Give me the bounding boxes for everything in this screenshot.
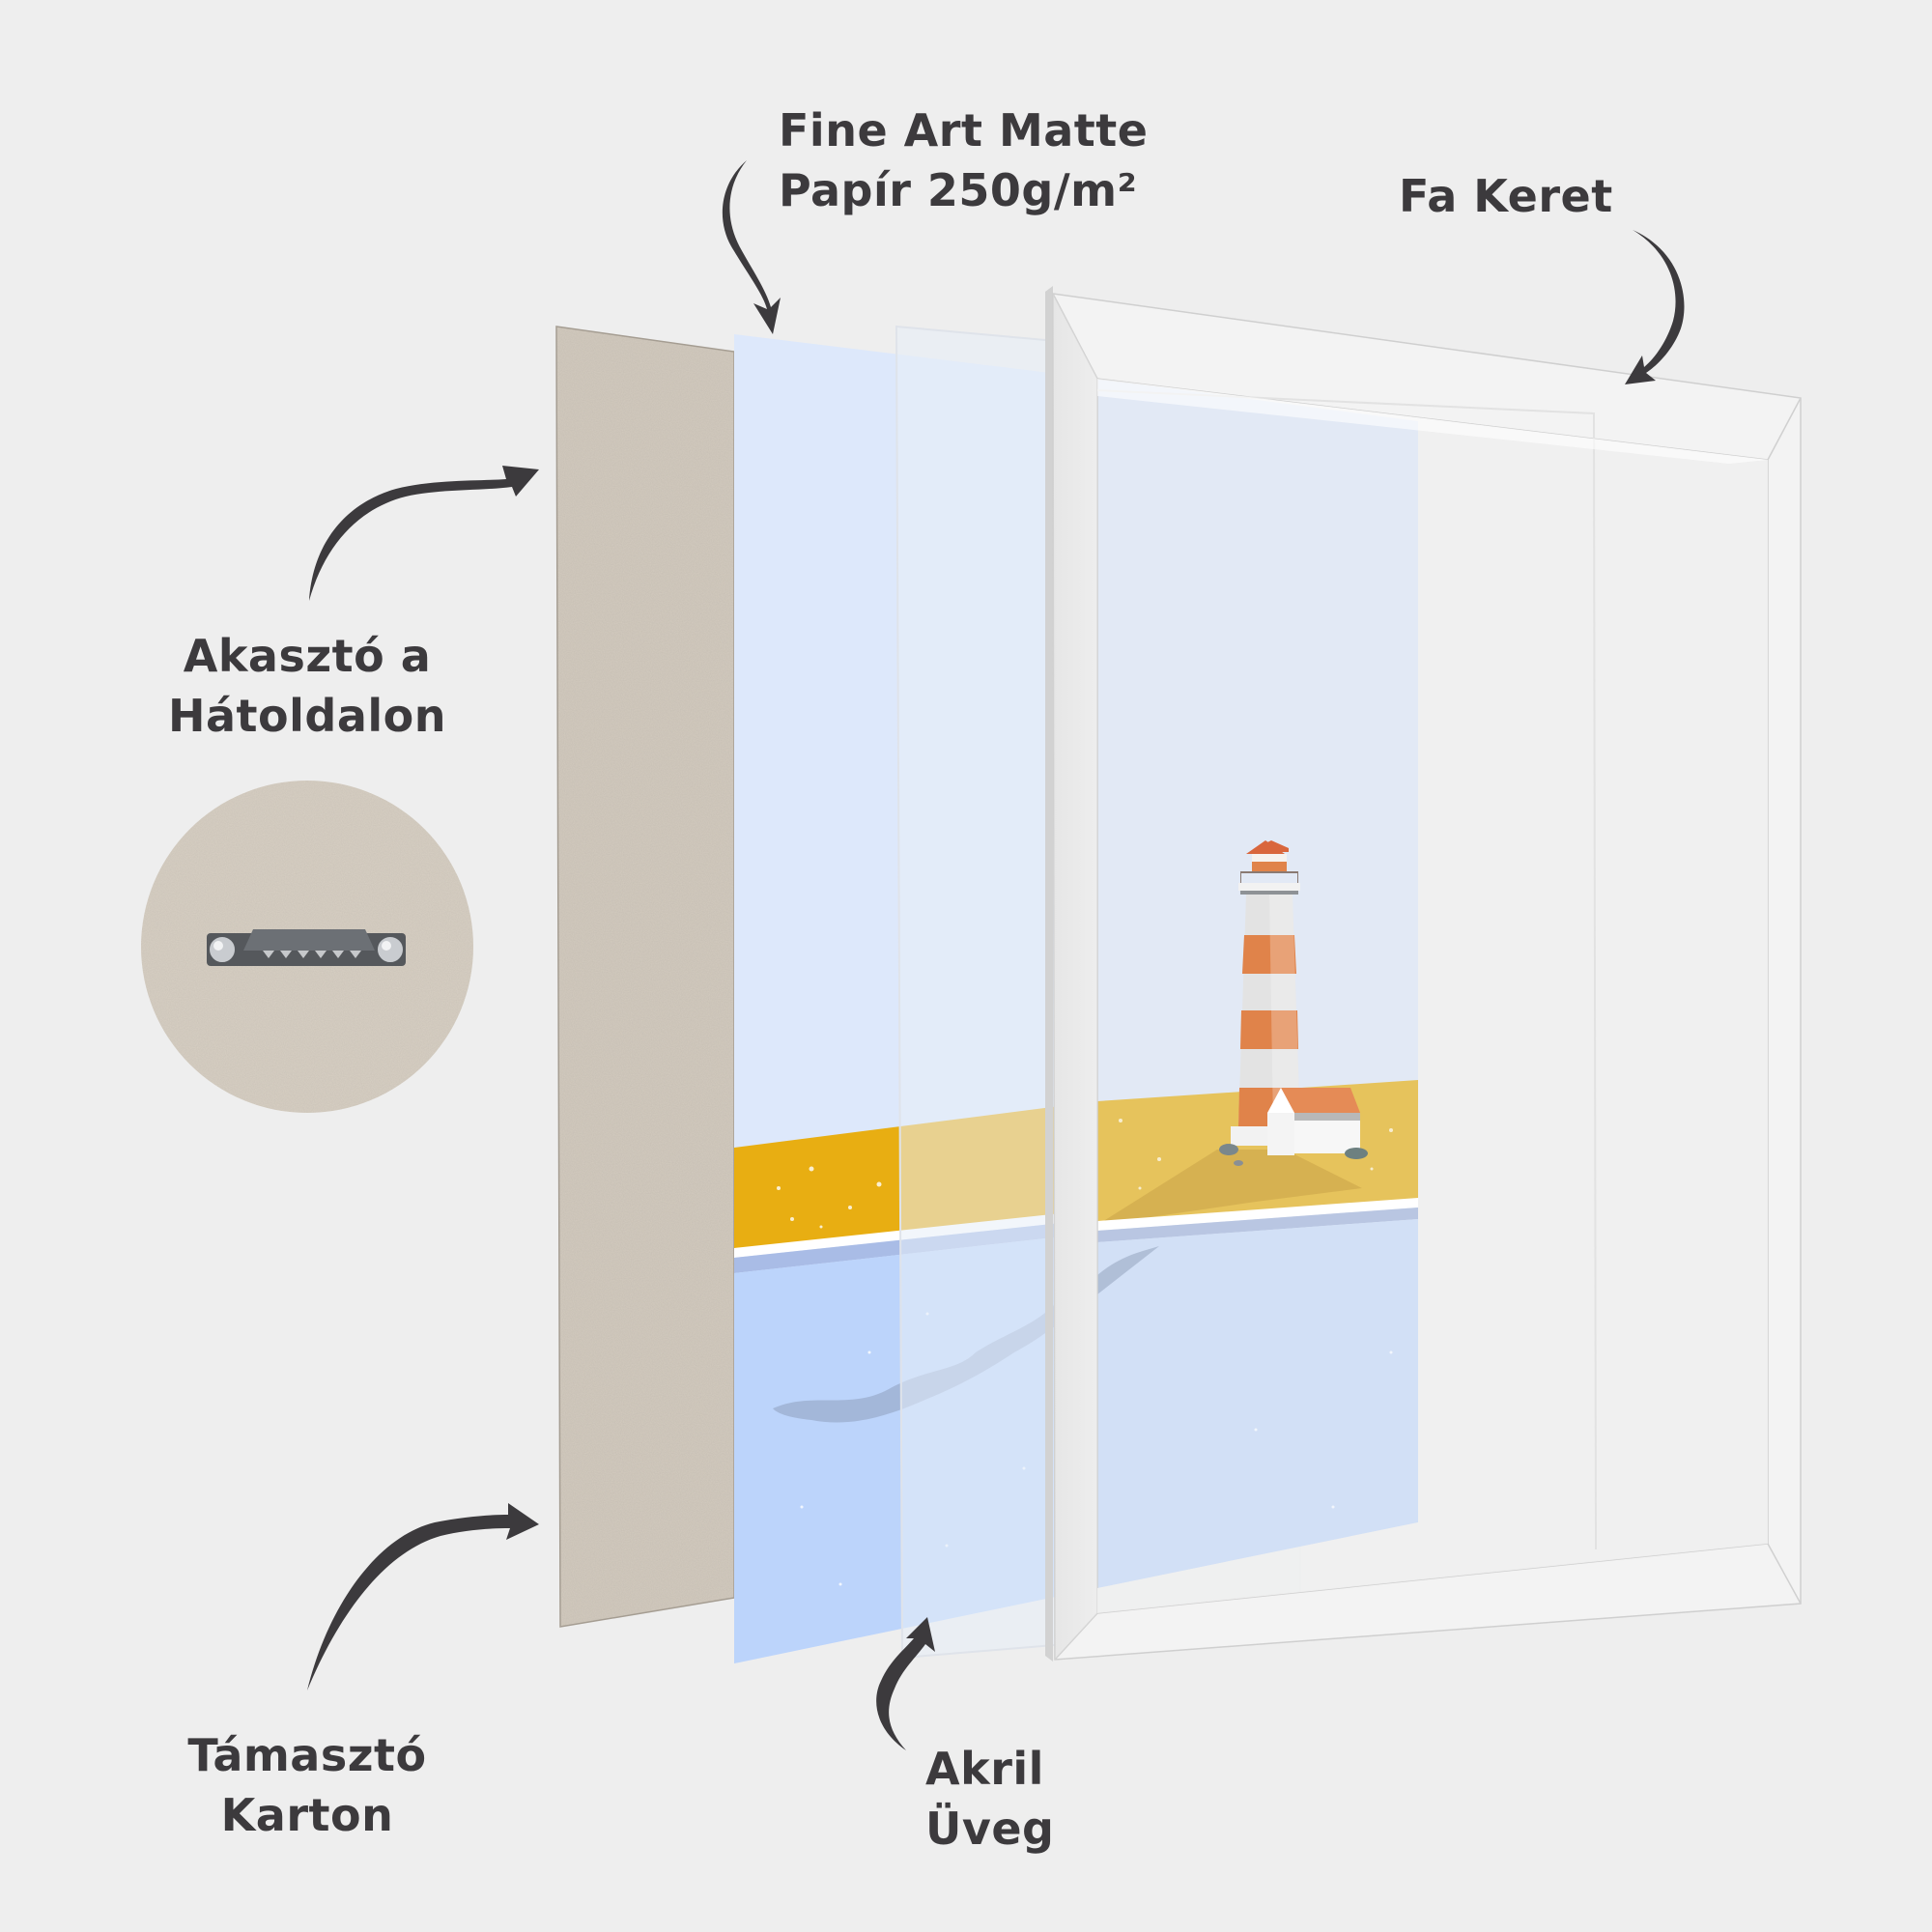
label-board-line1: Támasztó <box>187 1729 427 1781</box>
arrow-acrylic-icon <box>876 1617 935 1750</box>
label-fine-art-paper: Fine Art Matte Papír 250g/m² <box>779 100 1148 220</box>
label-paper-line2: Papír 250g/m² <box>779 164 1138 216</box>
label-backing-board: Támasztó Karton <box>162 1725 452 1845</box>
label-paper-line1: Fine Art Matte <box>779 104 1149 156</box>
framed-artwork <box>1097 379 1418 1588</box>
label-acrylic-line2: Üveg <box>925 1803 1055 1855</box>
wood-frame-layer <box>1045 286 1802 1662</box>
backing-board-layer <box>555 326 735 1628</box>
arrow-frame-icon <box>1625 230 1685 384</box>
arrow-paper-icon <box>722 160 781 334</box>
arrow-hanger-icon <box>309 466 539 601</box>
hanger-inset-circle <box>141 781 473 1113</box>
label-hanger: Akasztó a Hátoldalon <box>162 626 452 746</box>
sawtooth-hanger-icon <box>207 929 406 966</box>
label-frame-line1: Fa Keret <box>1399 170 1613 222</box>
label-acrylic-glass: Akril Üveg <box>925 1739 1054 1859</box>
label-board-line2: Karton <box>220 1789 394 1841</box>
label-hanger-line2: Hátoldalon <box>168 690 446 742</box>
callout-arrows <box>307 160 1685 1750</box>
label-wood-frame: Fa Keret <box>1399 166 1613 226</box>
arrow-board-icon <box>307 1503 539 1690</box>
lighthouse-illustration <box>1219 840 1368 1166</box>
label-hanger-line1: Akasztó a <box>183 630 432 682</box>
label-acrylic-line1: Akril <box>925 1743 1044 1795</box>
